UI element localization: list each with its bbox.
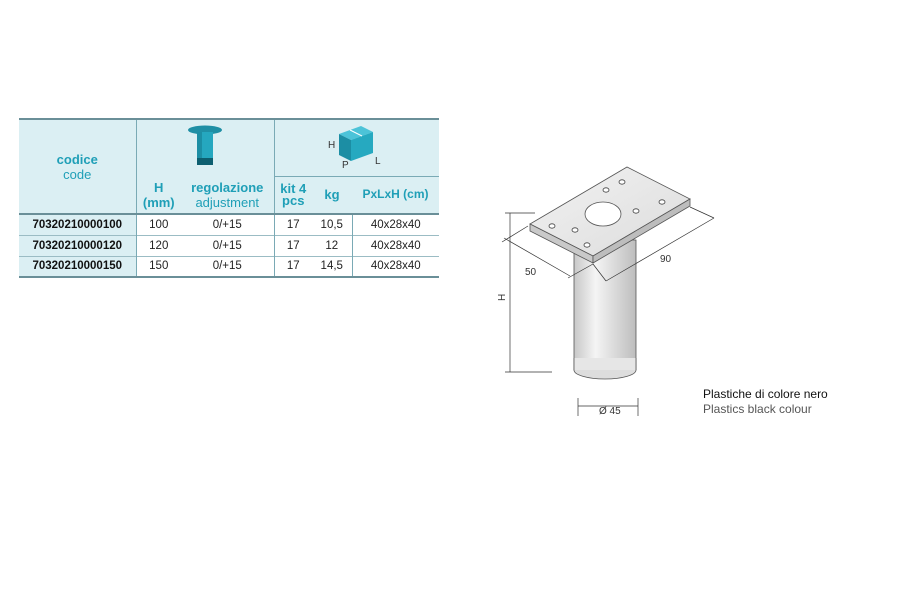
kit-header-label: kit 4 — [280, 180, 307, 196]
row-dims: 40x28x40 — [351, 235, 439, 256]
kit-header-unit: pcs — [282, 192, 305, 208]
row-kg: 14,5 — [312, 256, 352, 277]
kg-header: kg — [312, 176, 352, 214]
row-kit: 17 — [274, 256, 312, 277]
box-h-label: H — [328, 140, 335, 151]
row-h: 120 — [136, 235, 181, 256]
row-kit: 17 — [274, 235, 312, 256]
h-header: H (mm) — [136, 176, 181, 214]
material-note: Plastiche di colore nero Plastics black … — [703, 387, 828, 417]
foot-icon-cell — [136, 119, 275, 176]
h-header-label: H — [154, 179, 164, 195]
technical-drawing: H 50 90 Ø 45 — [497, 166, 715, 417]
row-dims: 40x28x40 — [351, 256, 439, 277]
leg-tube — [573, 239, 637, 380]
row-adjustment: 0/+15 — [181, 214, 275, 235]
code-header-it: codice — [56, 151, 98, 167]
row-code: 70320210000120 — [19, 235, 137, 256]
row-kg: 12 — [312, 235, 352, 256]
row-dims: 40x28x40 — [351, 214, 439, 235]
row-adjustment: 0/+15 — [181, 256, 275, 277]
box-l-label: L — [375, 156, 381, 167]
box-p-label: P — [342, 160, 349, 168]
h-header-unit: (mm) — [142, 194, 175, 210]
spec-table: codice code H P L H (m — [19, 118, 439, 278]
row-h: 100 — [136, 214, 181, 235]
row-adjustment: 0/+15 — [181, 235, 275, 256]
dim-90-label: 90 — [660, 254, 672, 265]
row-code: 70320210000100 — [19, 214, 137, 235]
dims-header-label: PxLxH (cm) — [362, 187, 429, 202]
code-header: codice code — [19, 119, 137, 215]
adjustment-header: regolazione adjustment — [181, 176, 275, 214]
package-box-icon: H P L — [328, 126, 381, 171]
mounting-plate — [529, 166, 691, 264]
leveling-foot-icon — [188, 125, 222, 165]
table-row: 70320210000120 120 0/+15 17 12 40x28x40 — [19, 235, 439, 256]
material-note-it: Plastiche di colore nero — [703, 387, 828, 401]
row-code: 70320210000150 — [19, 256, 137, 277]
code-header-en: code — [63, 166, 92, 182]
kit-header: kit 4 pcs — [274, 176, 312, 214]
table-row: 70320210000100 100 0/+15 17 10,5 40x28x4… — [19, 214, 439, 235]
material-note-en: Plastics black colour — [703, 402, 812, 416]
dim-diameter-label: Ø 45 — [599, 406, 621, 417]
adjustment-header-en: adjustment — [195, 194, 260, 210]
row-kit: 17 — [274, 214, 312, 235]
dim-height-label: H — [497, 294, 508, 301]
package-icon-cell: H P L — [274, 119, 439, 177]
dim-50-label: 50 — [525, 267, 537, 278]
table-row: 70320210000150 150 0/+15 17 14,5 40x28x4… — [19, 256, 439, 277]
row-kg: 10,5 — [312, 214, 352, 235]
dims-header: PxLxH (cm) — [352, 176, 439, 214]
row-h: 150 — [136, 256, 181, 277]
kg-header-label: kg — [324, 187, 340, 203]
dimension-lines — [501, 206, 715, 416]
adjustment-header-it: regolazione — [191, 179, 264, 195]
